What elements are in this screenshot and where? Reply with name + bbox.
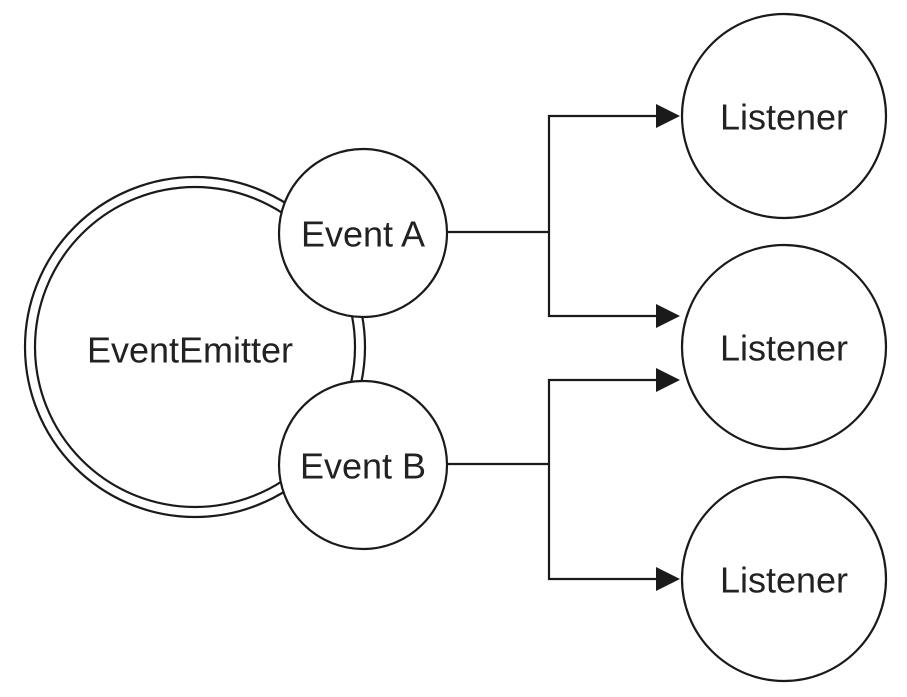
event-b-to-listener-2	[547, 378, 658, 464]
listener-node-2: Listener	[680, 243, 888, 451]
listener-1-label: Listener	[720, 97, 848, 138]
event-b-circle	[277, 379, 449, 551]
event-a-label: Event A	[301, 214, 425, 255]
arrowhead-listener-2-from-b	[656, 368, 680, 392]
arrowhead-listener-3	[656, 567, 680, 591]
arrowhead-listener-1	[656, 104, 680, 128]
event-a-node: Event A	[277, 147, 449, 319]
listener-1-circle	[680, 12, 888, 220]
event-emitter-label: EventEmitter	[87, 330, 293, 371]
listener-2-label: Listener	[720, 328, 848, 369]
arrowhead-listener-2-from-a	[656, 304, 680, 328]
event-b-label: Event B	[300, 446, 426, 487]
event-a-circle	[277, 147, 449, 319]
event-a-connectors	[447, 104, 680, 328]
listener-node-1: Listener	[680, 12, 888, 220]
listener-node-3: Listener	[680, 475, 888, 683]
event-a-to-listener-1	[547, 114, 658, 232]
event-emitter-node: EventEmitter	[23, 175, 367, 519]
listener-3-label: Listener	[720, 560, 848, 601]
event-b-connectors	[447, 368, 680, 591]
listener-2-circle	[680, 243, 888, 451]
event-b-node: Event B	[277, 379, 449, 551]
listener-3-circle	[680, 475, 888, 683]
event-a-to-listener-2	[547, 232, 658, 318]
event-b-to-listener-3	[547, 464, 658, 581]
event-emitter-inner-ring	[33, 185, 357, 509]
